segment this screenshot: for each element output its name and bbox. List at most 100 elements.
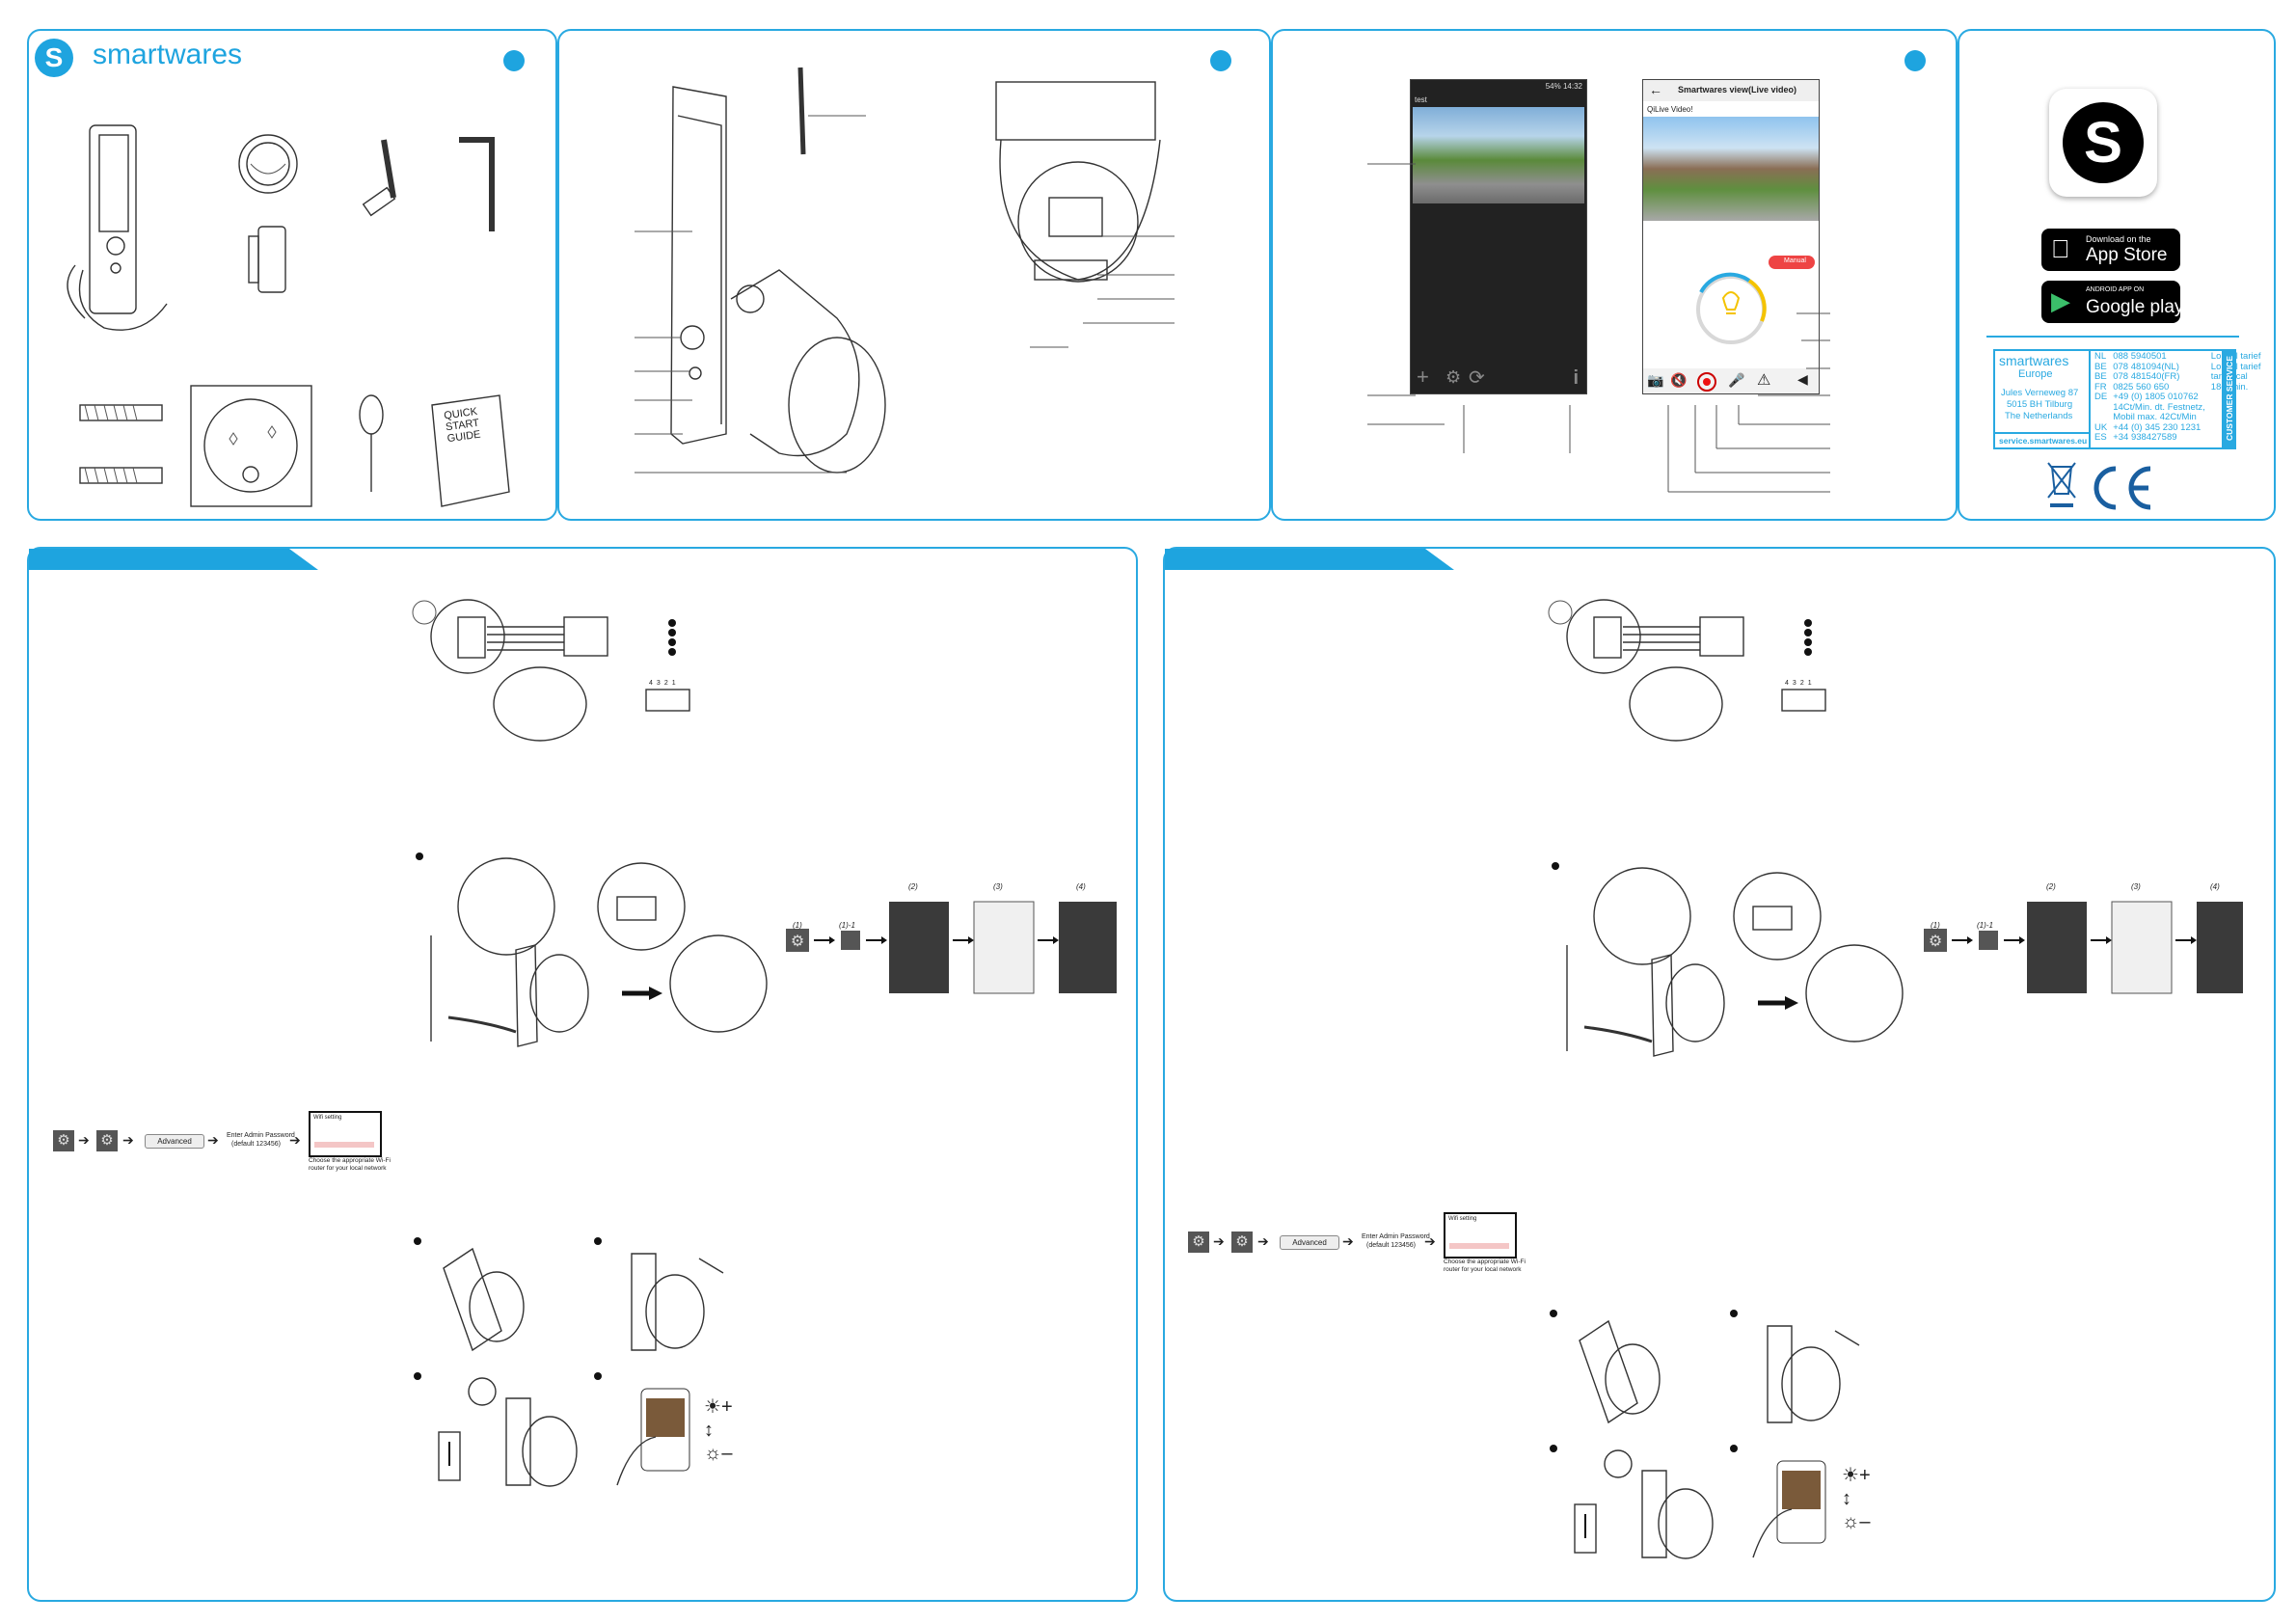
- step-label-2-r: (2): [2046, 882, 2056, 891]
- cs-row: 14Ct/Min. dt. Festnetz,: [2113, 401, 2205, 413]
- cs-website[interactable]: service.smartwares.eu: [1999, 436, 2088, 446]
- enter-password-text: Enter Admin Password: [227, 1132, 295, 1139]
- step-label-1-1: (1)-1: [839, 921, 855, 930]
- section-tab-right: [1165, 549, 1454, 570]
- cs-side-label: CUSTOMER SERVICE: [2225, 356, 2234, 442]
- app-screen-live-video[interactable]: ← Smartwares view(Live video) QiLive Vid…: [1642, 79, 1820, 394]
- cs-row: Mobil max. 42Ct/Min: [2113, 412, 2197, 422]
- collapse-icon[interactable]: ◀: [1797, 371, 1808, 387]
- step-label-1-1-r: (1)-1: [1977, 921, 1993, 930]
- contents-drawings: [67, 124, 510, 507]
- status-bar-text: 54% 14:32: [1545, 82, 1582, 91]
- camera-name: test: [1415, 95, 1427, 104]
- app-store-badge[interactable]:  Download on the App Store: [2041, 229, 2180, 271]
- wifi-setting-screen[interactable]: Wifi setting: [1444, 1212, 1517, 1259]
- brand-name: smartwares: [93, 39, 243, 70]
- section-tab-left: [29, 549, 318, 570]
- advanced-button[interactable]: Advanced: [145, 1134, 204, 1149]
- info-icon[interactable]: i: [1573, 367, 1579, 389]
- svg-text:⚙: ⚙: [791, 934, 804, 950]
- choose-router-text-2: router for your local network: [309, 1165, 387, 1172]
- app-steps-left: ⚙: [786, 901, 1117, 994]
- reset-pin-drawing: [359, 394, 384, 492]
- arrow-3: ➔: [207, 1132, 219, 1148]
- google-play-icon: ▶: [2051, 286, 2070, 315]
- choose-router-text-1: Choose the appropriate Wi-Fi: [309, 1157, 391, 1164]
- svg-text:⚙: ⚙: [1929, 934, 1942, 950]
- settings-icon-1[interactable]: ⚙: [53, 1130, 74, 1151]
- arrow-2: ➔: [122, 1132, 134, 1148]
- default-password-text: (default 123456): [1366, 1242, 1416, 1249]
- contents-panel: [27, 29, 557, 521]
- brightness-icons-right: ☀+↕☼–: [1842, 1465, 1871, 1532]
- snapshot-icon[interactable]: 📷: [1647, 372, 1664, 388]
- settings-icon[interactable]: ⚙: [1445, 367, 1462, 387]
- step-label-3: (3): [993, 882, 1003, 891]
- mounting-steps-left: [414, 1237, 724, 1487]
- wifi-select-bar[interactable]: [314, 1142, 374, 1148]
- alarm-icon[interactable]: ⚠: [1757, 372, 1771, 389]
- record-dot: [1703, 378, 1711, 386]
- wifi-select-bar[interactable]: [1449, 1243, 1509, 1249]
- app-leader-lines: [1367, 163, 1830, 493]
- google-play-badge[interactable]: ▶ ANDROID APP ON Google play: [2041, 281, 2184, 323]
- instructions-panel-right: [1163, 547, 2276, 1602]
- google-play-small-text: ANDROID APP ON: [2086, 286, 2145, 293]
- screws-drawing: [79, 404, 163, 484]
- step-label-1: (1): [793, 921, 802, 930]
- live-header: ← Smartwares view(Live video): [1643, 80, 1819, 101]
- enter-password-text: Enter Admin Password: [1362, 1233, 1430, 1240]
- cs-address-2: 5015 BH Tilburg: [2007, 399, 2073, 410]
- cs-divider-h: [1995, 432, 2090, 434]
- antenna-drawing: [362, 139, 396, 217]
- cs-row: ES+34 938427589: [2094, 432, 2177, 443]
- dip-labels-left: 4321: [649, 680, 680, 687]
- settings-icon-1[interactable]: ⚙: [1188, 1232, 1209, 1253]
- settings-icon-2[interactable]: ⚙: [1231, 1232, 1253, 1253]
- cs-row: DE+49 (0) 1805 010762: [2094, 392, 2199, 402]
- camera-thumbnail[interactable]: [1413, 107, 1584, 203]
- arrow-4: ➔: [1424, 1233, 1436, 1249]
- step-label-1-r: (1): [1931, 921, 1940, 930]
- choose-router-text-1: Choose the appropriate Wi-Fi: [1444, 1259, 1526, 1265]
- cs-region: Europe: [2018, 368, 2053, 380]
- wifi-setting-title: Wifi setting: [313, 1115, 342, 1121]
- weee-ce-marks: [2047, 462, 2151, 510]
- record-icon[interactable]: [1697, 372, 1716, 392]
- parts-diagram: [635, 67, 1175, 474]
- refresh-icon[interactable]: ⟳: [1469, 367, 1485, 389]
- wifi-setting-title: Wifi setting: [1448, 1216, 1477, 1222]
- app-panel: [1271, 29, 1958, 521]
- app-store-text: App Store: [2086, 245, 2168, 265]
- weee-bin-icon: [2047, 462, 2076, 507]
- drilling-template-drawing: [190, 385, 312, 507]
- cs-divider-v: [2089, 351, 2091, 447]
- camera-bottom-view: [995, 81, 1161, 283]
- light-mode-toggle[interactable]: Manual: [1769, 256, 1815, 269]
- cs-brand: smartwares: [1999, 353, 2069, 368]
- app-icon: S: [2049, 89, 2157, 197]
- app-screen-camera-list[interactable]: 54% 14:32 test + ⚙ ⟳ i: [1410, 79, 1587, 394]
- microphone-icon[interactable]: 🎤: [1728, 372, 1745, 388]
- advanced-config-right: ⚙ ➔ ⚙ ➔ Advanced ➔ Enter Admin Password …: [1188, 1210, 1526, 1278]
- google-play-text: Google play: [2086, 297, 2184, 317]
- controls-bar: 📷 🔇 🎤 ⚠ ◀: [1643, 368, 1819, 393]
- choose-router-text-2: router for your local network: [1444, 1266, 1522, 1273]
- add-camera-icon[interactable]: +: [1417, 365, 1429, 389]
- settings-icon-2[interactable]: ⚙: [96, 1130, 118, 1151]
- mute-icon[interactable]: 🔇: [1670, 372, 1688, 388]
- back-arrow-icon[interactable]: ←: [1649, 82, 1662, 97]
- dip-labels-right: 4321: [1785, 680, 1816, 687]
- arrow-1: ➔: [1213, 1233, 1225, 1249]
- light-dial[interactable]: [1643, 263, 1819, 360]
- camera-drawing: [67, 124, 168, 331]
- step-label-4-r: (4): [2210, 882, 2220, 891]
- wifi-setting-screen[interactable]: Wifi setting: [309, 1111, 382, 1157]
- live-title: Smartwares view(Live video): [1678, 85, 1797, 95]
- install-diagram-right: [1552, 862, 1904, 1057]
- advanced-button[interactable]: Advanced: [1280, 1235, 1339, 1250]
- arrow-2: ➔: [1257, 1233, 1269, 1249]
